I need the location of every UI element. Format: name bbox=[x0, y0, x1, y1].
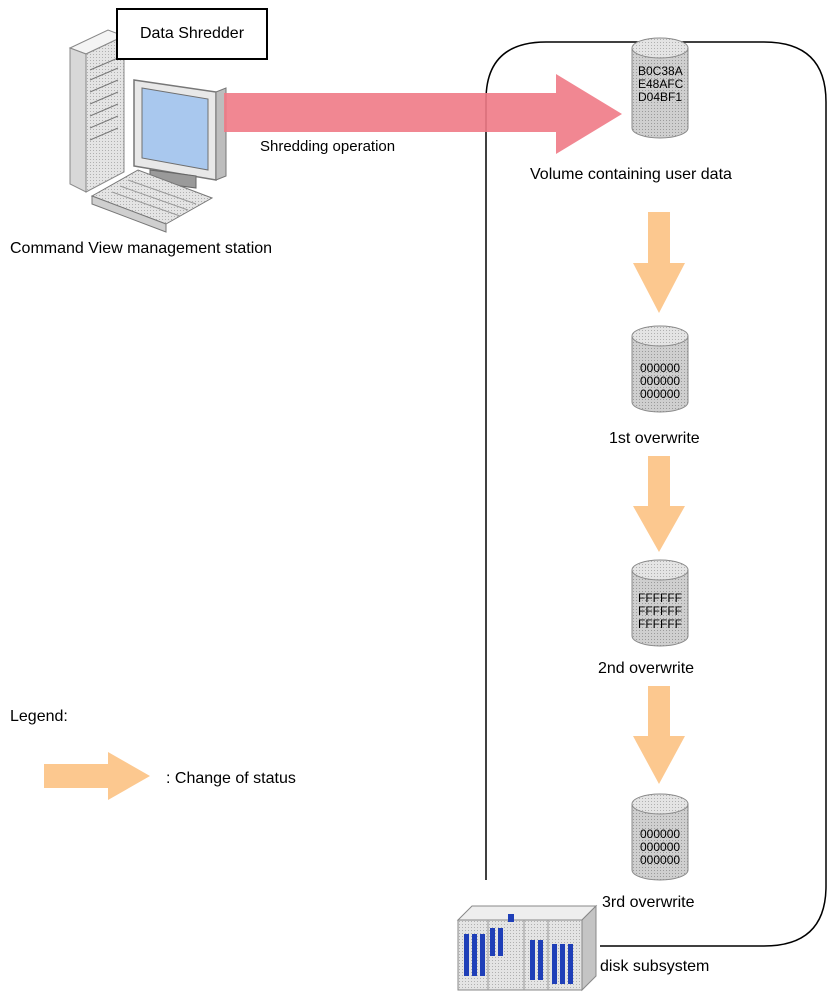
shredding-operation-label: Shredding operation bbox=[260, 138, 396, 155]
storage-array-icon bbox=[456, 904, 598, 992]
disk-3rd-overwrite bbox=[631, 793, 689, 881]
status-arrow-3 bbox=[633, 686, 685, 784]
computer-icon bbox=[68, 29, 227, 233]
disk-2nd-overwrite bbox=[631, 559, 689, 647]
disk-3rd-overwrite-values: 000000 000000 000000 bbox=[640, 827, 681, 867]
station-label: Command View management station bbox=[10, 240, 273, 257]
caption-1st-overwrite: 1st overwrite bbox=[609, 430, 700, 447]
disk-user-data-values: B0C38A E48AFC D04BF1 bbox=[638, 64, 684, 104]
disk-1st-overwrite-values: 000000 000000 000000 bbox=[640, 361, 681, 401]
legend-item-label: : Change of status bbox=[166, 770, 296, 787]
status-arrow-1 bbox=[633, 212, 685, 313]
caption-2nd-overwrite: 2nd overwrite bbox=[598, 660, 695, 677]
disk-subsystem-label: disk subsystem bbox=[600, 958, 710, 975]
caption-user-data: Volume containing user data bbox=[530, 166, 732, 183]
data-shredder-label: Data Shredder bbox=[139, 25, 245, 42]
disk-subsystem-boundary bbox=[485, 41, 827, 947]
legend-title: Legend: bbox=[10, 708, 68, 725]
disk-user-data bbox=[631, 37, 689, 139]
legend-arrow bbox=[44, 752, 150, 800]
disk-1st-overwrite bbox=[631, 325, 689, 413]
status-arrow-2 bbox=[633, 456, 685, 552]
disk-2nd-overwrite-values: FFFFFF FFFFFF FFFFFF bbox=[638, 591, 682, 631]
shredding-operation-arrow bbox=[224, 74, 622, 154]
caption-3rd-overwrite: 3rd overwrite bbox=[602, 894, 695, 911]
data-shredder-box: Data Shredder bbox=[116, 8, 268, 60]
